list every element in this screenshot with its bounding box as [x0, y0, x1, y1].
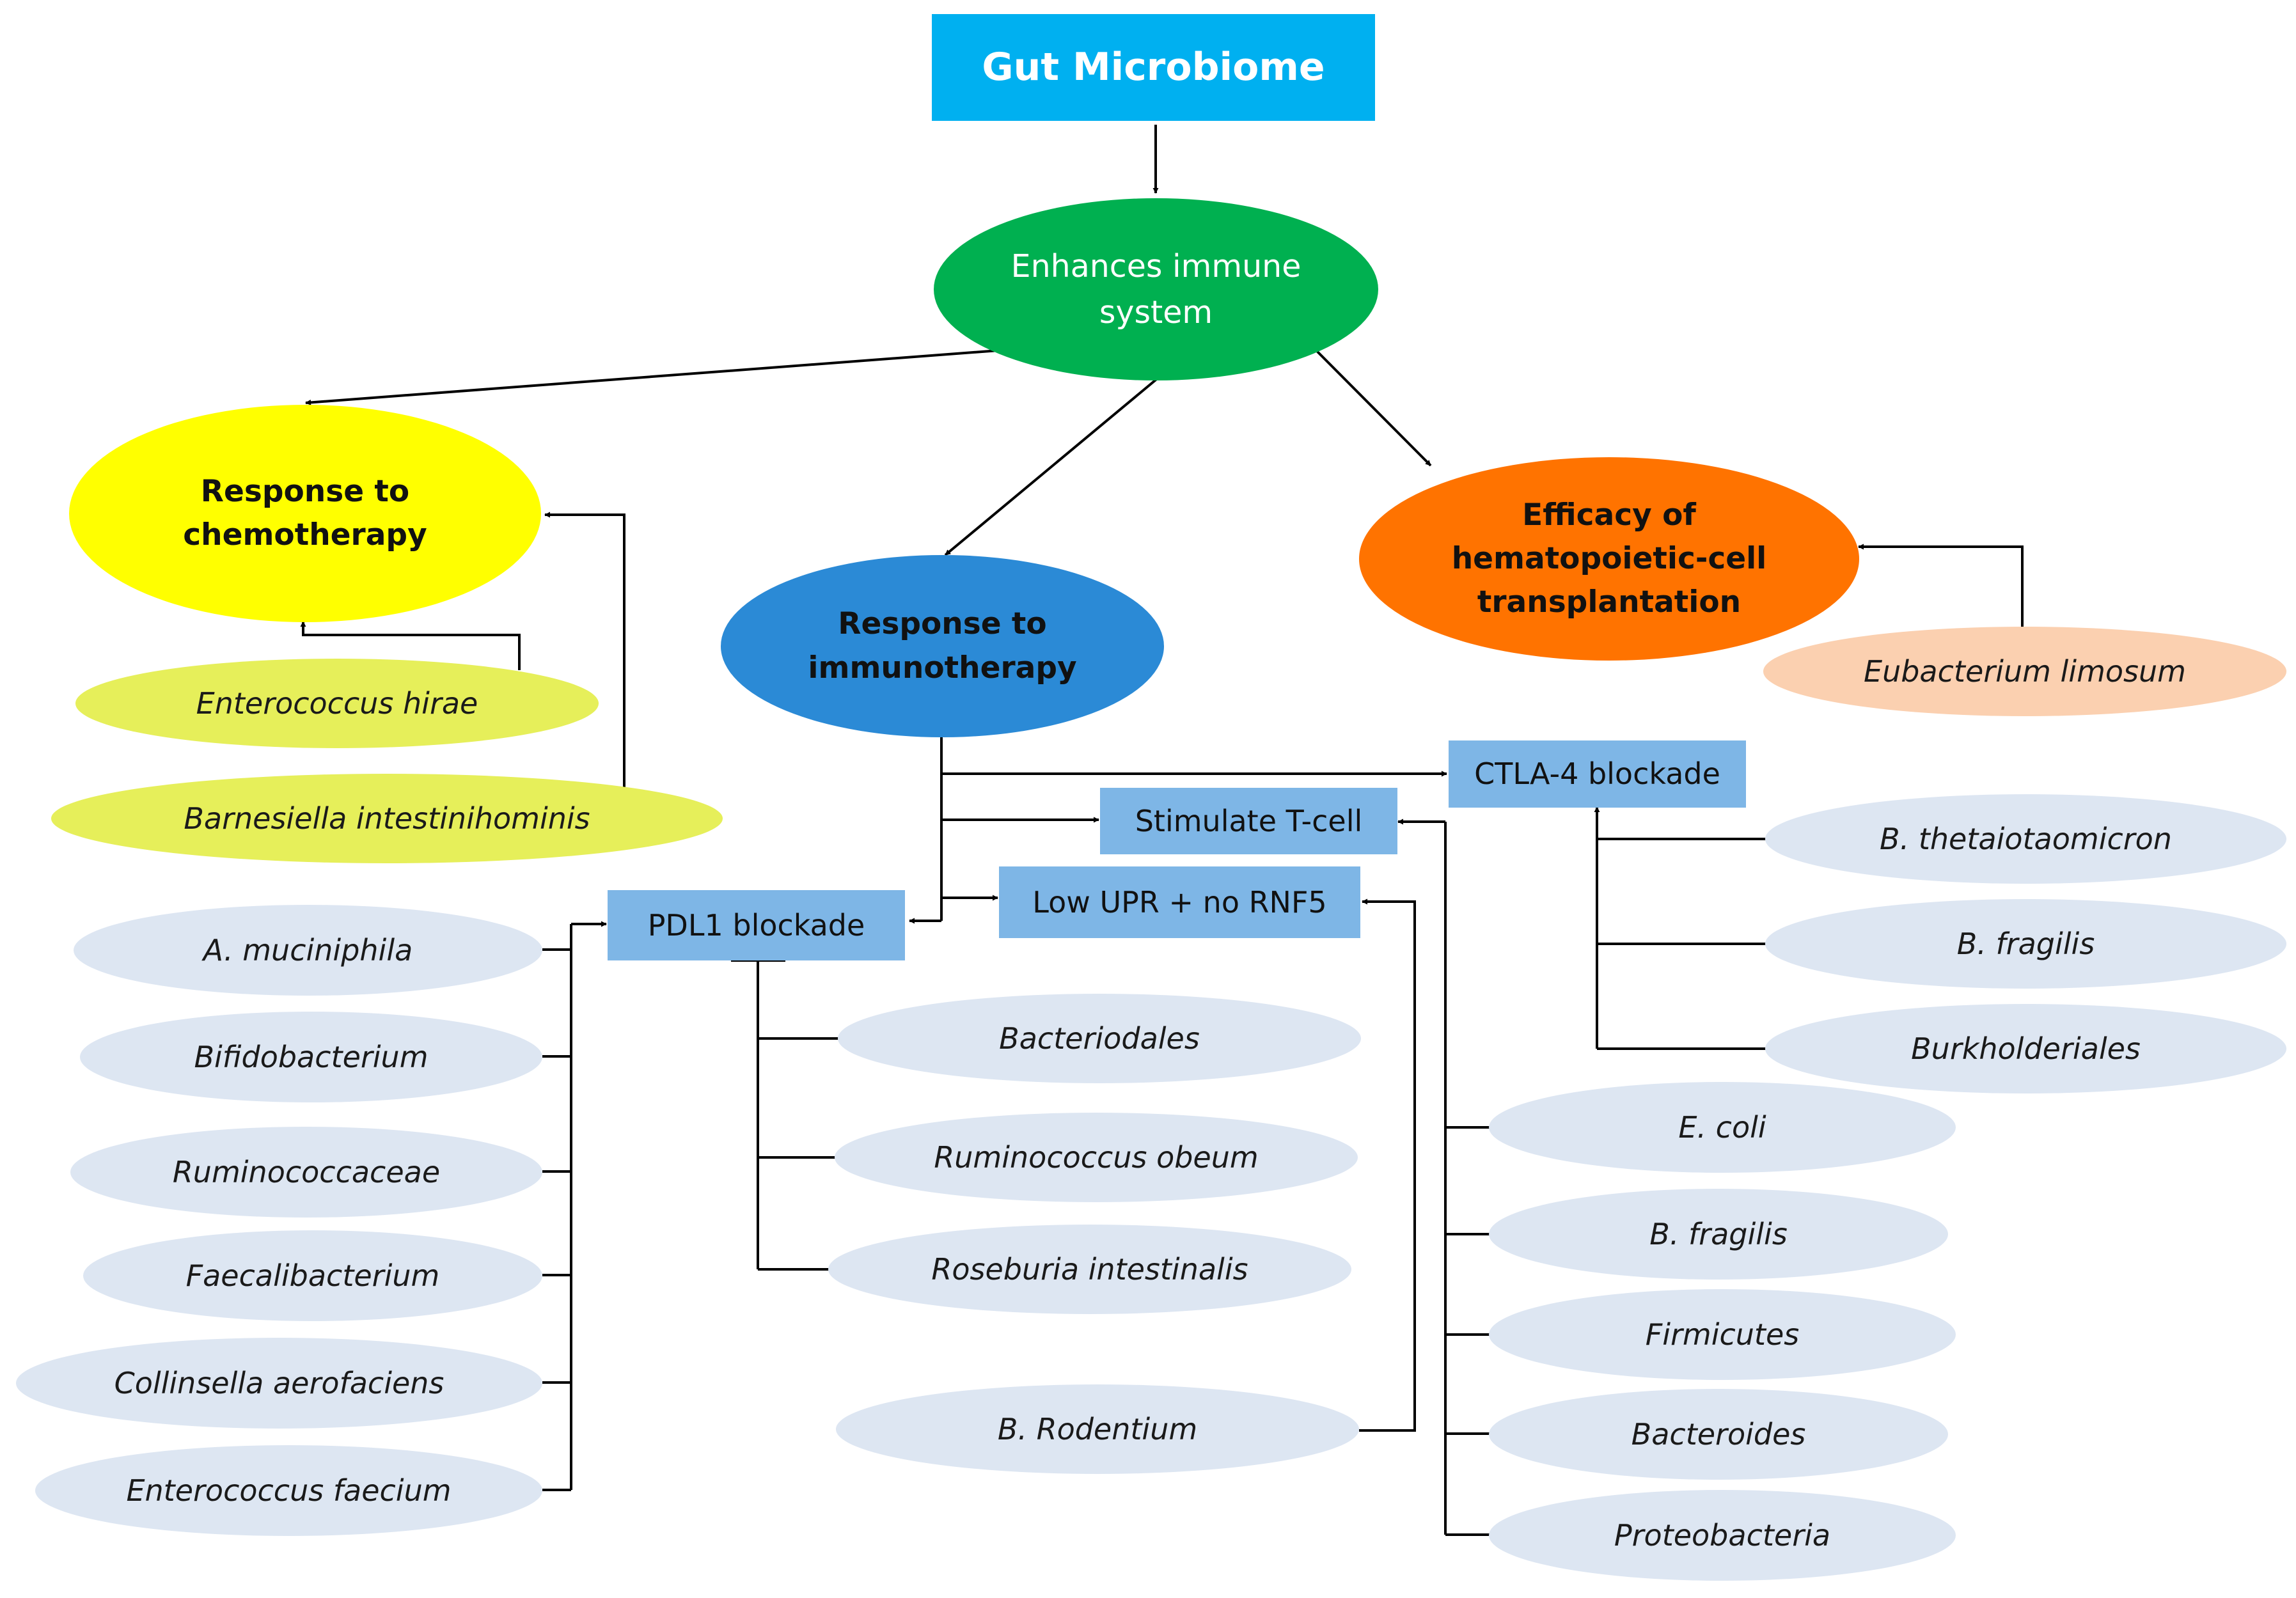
low-upr-box: Low UPR + no RNF5 — [999, 866, 1360, 938]
arrow-rodentium-to-lowupr — [1359, 898, 1416, 1432]
hct-line-3: transplantation — [1477, 584, 1742, 620]
stimulate-tcell-box: Stimulate T-cell — [1100, 788, 1397, 854]
species-ellipse: E. coli — [1489, 1082, 1956, 1173]
arrow-enhance-to-chemo — [305, 349, 1000, 405]
hct-line-1: Efficacy of — [1522, 497, 1696, 533]
eubacterium-limosum-label: Eubacterium limosum — [1864, 654, 2186, 689]
pdl1-blockade-box: PDL1 blockade — [608, 890, 905, 960]
species-label: Proteobacteria — [1614, 1517, 1831, 1553]
species-label: Ruminococcaceae — [172, 1154, 441, 1189]
species-ellipse: Enterococcus faecium — [35, 1445, 542, 1536]
immuno-line-1: Response to — [838, 606, 1047, 642]
pdl1-blockade-label: PDL1 blockade — [647, 907, 865, 943]
species-label: E. coli — [1678, 1109, 1766, 1145]
gut-microbiome-label: Gut Microbiome — [982, 45, 1325, 90]
species-label: Bacteriodales — [999, 1021, 1200, 1056]
chemo-line-1: Response to — [200, 473, 410, 509]
species-ellipse: Proteobacteria — [1489, 1490, 1956, 1581]
species-label: B. fragilis — [1956, 926, 2095, 961]
species-ellipse: Roseburia intestinalis — [828, 1225, 1351, 1314]
species-ellipse: Ruminococcus obeum — [835, 1113, 1358, 1202]
hct-line-2: hematopoietic-cell — [1451, 540, 1767, 576]
response-to-chemotherapy-node: Response to chemotherapy — [69, 405, 541, 622]
species-label: Bacteroides — [1631, 1416, 1806, 1452]
gut-microbiome-box: Gut Microbiome — [932, 14, 1375, 121]
eubacterium-limosum-node: Eubacterium limosum — [1763, 627, 2286, 716]
ctla4-blockade-label: CTLA-4 blockade — [1474, 756, 1720, 792]
stimulate-tcell-label: Stimulate T-cell — [1135, 803, 1363, 838]
arrow-hirae-to-chemo — [300, 621, 521, 670]
species-ellipse: B. fragilis — [1765, 899, 2286, 989]
species-label: Faecalibacterium — [185, 1258, 440, 1293]
species-label: Enterococcus faecium — [126, 1473, 452, 1508]
species-label: B. thetaiotaomicron — [1880, 821, 2172, 856]
enhances-immune-system-node: Enhances immune system — [934, 198, 1378, 380]
species-ellipse: Ruminococcaceae — [70, 1127, 542, 1218]
enterococcus-hirae-label: Enterococcus hirae — [196, 685, 478, 721]
enhances-immune-line-1: Enhances immune — [1010, 248, 1301, 285]
arrow-barnesiella-to-chemo — [544, 512, 625, 788]
arrow-enhance-to-hct — [1315, 349, 1432, 467]
species-ellipse: Faecalibacterium — [83, 1230, 542, 1321]
species-label: A. muciniphila — [203, 932, 413, 967]
species-ellipse: Bifidobacterium — [80, 1012, 542, 1102]
barnesiella-node: Barnesiella intestinihominis — [51, 774, 723, 863]
species-label: B. fragilis — [1649, 1216, 1788, 1251]
enterococcus-hirae-node: Enterococcus hirae — [75, 659, 599, 748]
species-ellipse: Burkholderiales — [1765, 1004, 2286, 1093]
species-ellipse: Firmicutes — [1489, 1289, 1956, 1380]
species-label: Ruminococcus obeum — [934, 1140, 1259, 1175]
species-ellipse: Collinsella aerofaciens — [16, 1338, 542, 1429]
hct-efficacy-node: Efficacy of hematopoietic-cell transplan… — [1359, 457, 1859, 661]
chemo-line-2: chemotherapy — [183, 517, 427, 552]
species-label: Roseburia intestinalis — [931, 1251, 1248, 1287]
species-ellipse: B. Rodentium — [836, 1384, 1359, 1474]
species-ellipse: A. muciniphila — [74, 905, 542, 996]
species-label: Collinsella aerofaciens — [114, 1365, 444, 1400]
species-ellipse: Bacteroides — [1489, 1389, 1948, 1480]
species-ellipse: B. thetaiotaomicron — [1765, 794, 2286, 884]
arrow-enhance-to-immuno — [944, 376, 1160, 556]
species-label: Bifidobacterium — [194, 1039, 429, 1074]
species-label: Firmicutes — [1645, 1317, 1800, 1352]
response-to-immunotherapy-node: Response to immunotherapy — [721, 555, 1164, 737]
species-ellipse: B. fragilis — [1489, 1189, 1948, 1280]
species-label: Burkholderiales — [1911, 1031, 2141, 1066]
low-upr-label: Low UPR + no RNF5 — [1032, 884, 1327, 920]
immuno-line-2: immunotherapy — [808, 650, 1077, 685]
arrow-eubacterium-to-hct — [1858, 544, 2024, 633]
ctla4-blockade-box: CTLA-4 blockade — [1449, 740, 1746, 808]
species-label: B. Rodentium — [997, 1411, 1198, 1446]
barnesiella-label: Barnesiella intestinihominis — [184, 801, 590, 836]
enhances-immune-line-2: system — [1099, 294, 1213, 331]
species-ellipse: Bacteriodales — [838, 994, 1361, 1083]
